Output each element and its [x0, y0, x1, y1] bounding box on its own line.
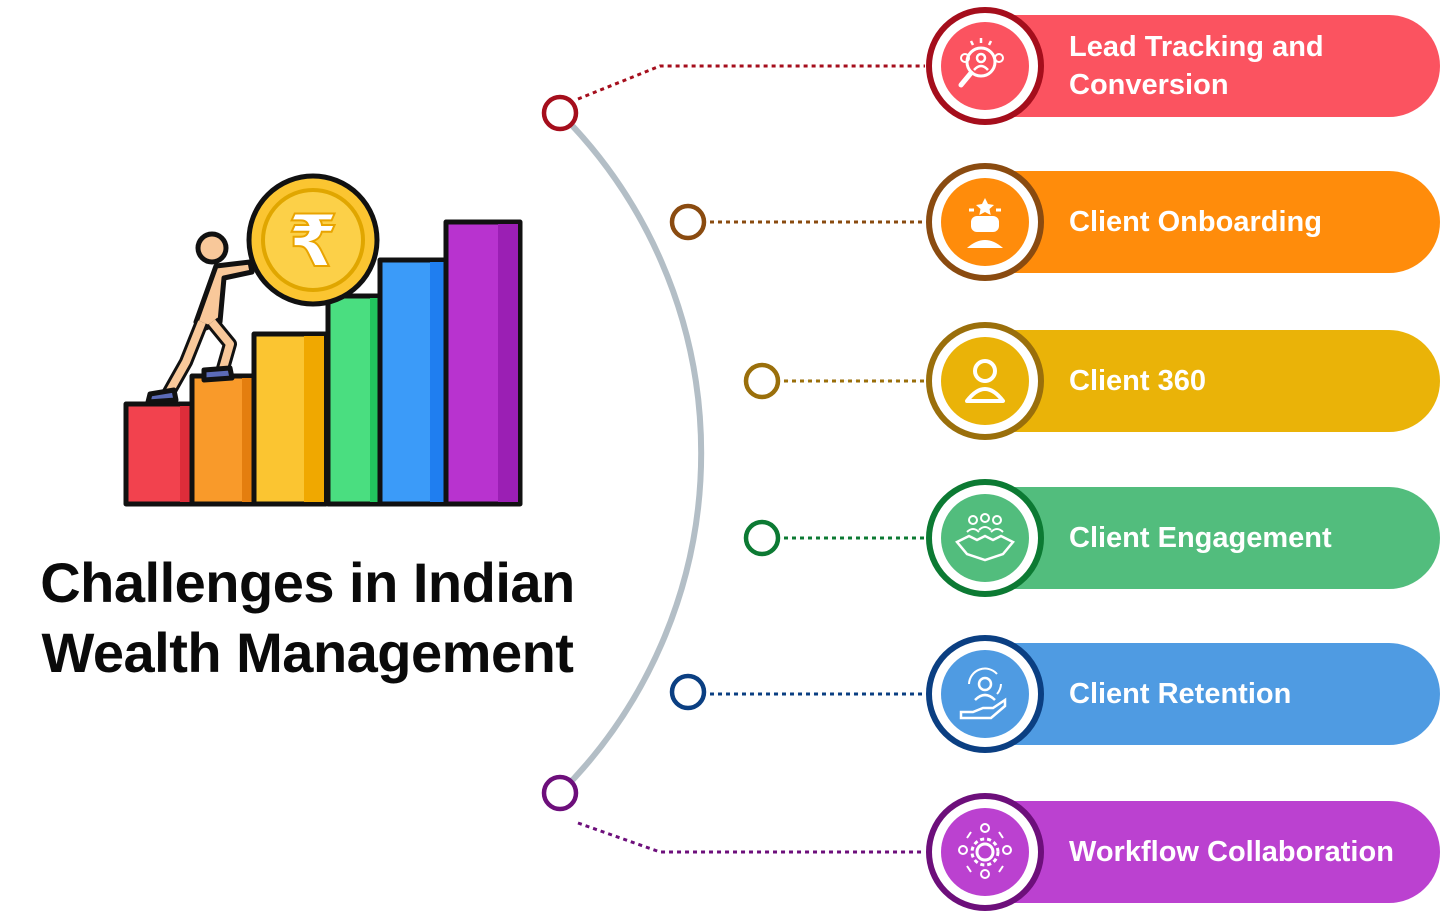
- connector-line: [577, 821, 925, 854]
- team-gear-icon: [941, 808, 1029, 896]
- page-title-line-1: Challenges in Indian: [40, 551, 575, 614]
- challenge-label: Client Retention: [1069, 678, 1292, 710]
- user-profile-icon: [941, 337, 1029, 425]
- challenge-badge: [926, 163, 1044, 281]
- challenge-pill: [985, 15, 1440, 117]
- challenge-label: Workflow Collaboration: [1069, 836, 1394, 868]
- timeline-dot: [669, 673, 707, 711]
- challenge-badge: [926, 7, 1044, 125]
- challenge-badge: [926, 635, 1044, 753]
- challenge-label: Client Engagement: [1069, 522, 1332, 554]
- challenge-pill: [985, 171, 1440, 273]
- connector-line: [577, 64, 925, 101]
- challenge-label: Lead Tracking and Conversion: [1069, 31, 1324, 101]
- challenge-pill: [985, 801, 1440, 903]
- challenge-badge: [926, 793, 1044, 911]
- page-title-line-2: Wealth Management: [41, 621, 574, 684]
- challenge-pill: [985, 487, 1440, 589]
- handshake-group-icon: [941, 494, 1029, 582]
- svg-text:₹: ₹: [288, 199, 338, 283]
- challenge-badge: [926, 479, 1044, 597]
- growth-illustration: ₹: [123, 173, 523, 507]
- timeline-dot: [743, 362, 781, 400]
- challenge-label: Client 360: [1069, 365, 1206, 397]
- page-title: Challenges in Indian Wealth Management: [0, 548, 615, 688]
- timeline-dot: [669, 203, 707, 241]
- challenge-badge: [926, 322, 1044, 440]
- timeline-dot: [541, 94, 579, 132]
- hand-person-cycle-icon: [941, 650, 1029, 738]
- challenge-label: Client Onboarding: [1069, 206, 1322, 238]
- timeline-dot: [541, 774, 579, 812]
- timeline-arc: [557, 110, 705, 796]
- onboarding-star-person-icon: [941, 178, 1029, 266]
- lead-search-icon: [941, 22, 1029, 110]
- timeline-dot: [743, 519, 781, 557]
- challenge-pill: [985, 643, 1440, 745]
- challenge-pill: [985, 330, 1440, 432]
